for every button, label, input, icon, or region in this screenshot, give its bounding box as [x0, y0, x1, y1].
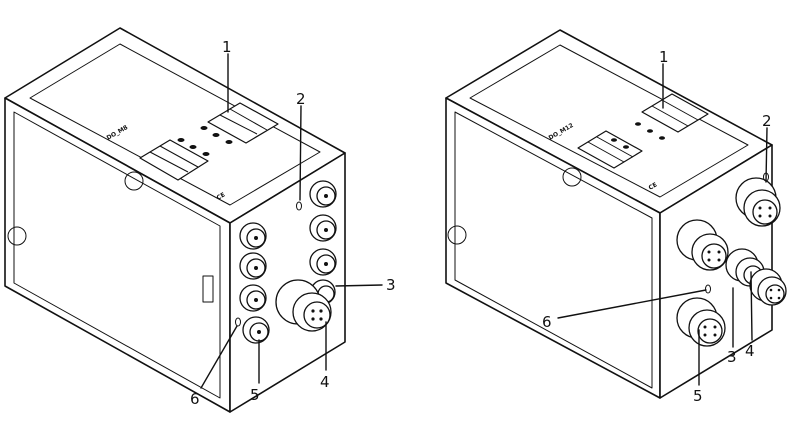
right-connector-m12-mid — [676, 219, 729, 271]
left-side-latch — [202, 275, 214, 303]
right-led-markers — [611, 122, 665, 149]
right-callout-1: 1 — [659, 48, 669, 66]
right-mount-hole-top — [562, 167, 582, 187]
left-callout-6: 6 — [190, 390, 200, 408]
right-led-window-lower — [577, 130, 643, 169]
right-callout-5: 5 — [693, 387, 703, 405]
left-connector-m8-5 — [309, 180, 337, 208]
left-led-window-lower — [139, 139, 209, 181]
left-status-led-2 — [296, 201, 302, 211]
left-side-inset — [13, 111, 221, 399]
left-module: DO_M8 CE 1 2 3 4 5 — [4, 27, 396, 413]
left-leader-2 — [299, 105, 302, 201]
right-ce-mark: CE — [648, 181, 659, 191]
left-connector-m8-2 — [239, 252, 267, 280]
left-callout-3: 3 — [386, 276, 396, 294]
left-connector-m8-6 — [309, 214, 337, 242]
right-callout-6: 6 — [542, 313, 552, 331]
right-led-window-upper — [641, 93, 709, 133]
left-power-connector — [275, 279, 332, 332]
left-callout-4: 4 — [320, 373, 330, 391]
left-leader-6 — [200, 325, 238, 389]
left-connector-m8-7 — [309, 248, 337, 276]
right-status-led-6 — [705, 284, 711, 294]
left-led-markers — [177, 126, 233, 156]
right-callout-3: 3 — [727, 348, 737, 366]
right-module: DO_M12 CE — [445, 29, 787, 405]
left-connector-m8-8 — [310, 279, 336, 305]
right-mount-hole-side — [447, 225, 467, 245]
left-connector-m8-1 — [239, 222, 267, 250]
left-led-window-upper — [207, 102, 279, 144]
right-connector-m12-side — [749, 268, 787, 306]
left-connector-m8-4 — [242, 316, 270, 344]
left-callout-1: 1 — [222, 38, 232, 56]
left-mount-hole-top — [124, 171, 144, 191]
left-status-led-6 — [235, 317, 241, 327]
right-leader-2 — [765, 127, 768, 183]
right-top-inset — [469, 44, 749, 198]
left-ce-mark: CE — [216, 191, 227, 201]
right-callout-4: 4 — [745, 342, 755, 360]
right-leader-4 — [750, 271, 753, 341]
right-leader-6 — [557, 289, 707, 319]
left-callout-5: 5 — [250, 386, 260, 404]
right-connector-m12-top — [735, 177, 781, 227]
right-callout-2: 2 — [762, 112, 772, 130]
left-connector-m8-3 — [239, 284, 267, 312]
left-leader-3 — [335, 284, 383, 287]
right-side-inset — [454, 111, 653, 389]
left-callout-2: 2 — [296, 90, 306, 108]
left-mount-hole-side — [7, 226, 27, 246]
right-connector-m12-bottom — [676, 297, 726, 347]
